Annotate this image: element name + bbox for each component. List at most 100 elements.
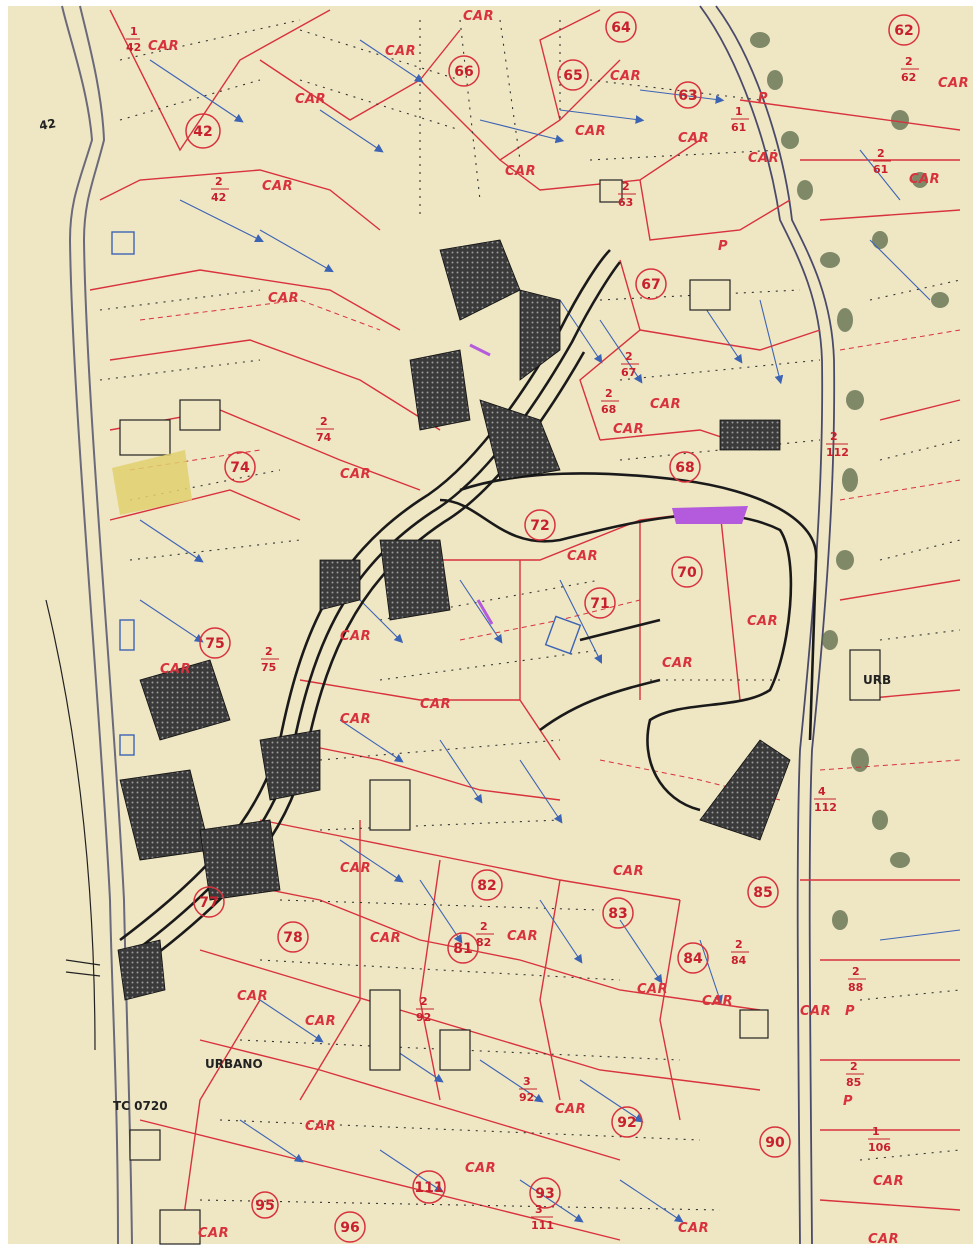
svg-text:CAR: CAR [873,1174,904,1189]
svg-text:2: 2 [480,920,488,933]
svg-text:4: 4 [818,785,826,798]
svg-text:CAR: CAR [637,982,668,997]
svg-text:77: 77 [199,895,218,911]
svg-text:85: 85 [753,885,772,901]
svg-text:CAR: CAR [909,172,940,187]
svg-text:2: 2 [905,55,913,68]
outlined-buildings [111,231,582,756]
svg-text:CAR: CAR [678,131,709,146]
svg-text:1: 1 [130,25,138,38]
svg-text:1: 1 [872,1125,880,1138]
svg-text:2: 2 [830,430,838,443]
highway [61,5,133,1245]
buildings [117,239,791,1001]
svg-text:106: 106 [868,1141,891,1154]
magenta-highlight [672,506,748,524]
svg-text:68: 68 [601,403,616,416]
svg-text:67: 67 [641,277,660,293]
parcel-70: 70 [671,556,703,588]
right-road [699,5,836,1245]
svg-text:2: 2 [852,965,860,978]
svg-text:83: 83 [608,906,627,922]
svg-text:CAR: CAR [575,124,606,139]
svg-text:2: 2 [735,938,743,951]
svg-text:75: 75 [261,661,276,674]
svg-text:61: 61 [731,121,746,134]
svg-text:70: 70 [677,565,697,581]
svg-text:CAR: CAR [198,1226,229,1241]
svg-text:URBANO: URBANO [205,1057,263,1071]
svg-text:CAR: CAR [613,864,644,879]
svg-text:42: 42 [193,124,212,140]
svg-text:CAR: CAR [268,291,299,306]
svg-text:2: 2 [215,175,223,188]
svg-text:CAR: CAR [555,1102,586,1117]
svg-text:78: 78 [283,930,302,946]
parcel-42: 42 [185,113,221,149]
svg-text:61: 61 [873,163,888,176]
svg-text:2: 2 [625,350,633,363]
parcel-81: 81 [447,932,479,964]
svg-text:P: P [758,91,768,106]
parcel-boundaries [89,9,961,1245]
parcel-66: 66 [448,55,480,87]
svg-text:93: 93 [535,1186,554,1202]
parcel-78: 78 [277,921,309,953]
svg-text:81: 81 [453,941,472,957]
svg-text:CAR: CAR [340,712,371,727]
svg-text:CAR: CAR [800,1004,831,1019]
vegetation [750,32,949,930]
svg-text:CAR: CAR [567,549,598,564]
parcel-92: 92 [611,1106,643,1138]
svg-text:71: 71 [590,596,609,612]
parcel-68: 68 [669,451,701,483]
svg-text:62: 62 [894,23,913,39]
svg-text:92: 92 [416,1011,431,1024]
svg-text:CAR: CAR [340,467,371,482]
parcel-75: 75 [199,627,231,659]
parcel-62: 62 [888,14,920,46]
parcel-90: 90 [759,1126,791,1158]
svg-text:67: 67 [621,366,636,379]
svg-text:82: 82 [476,936,491,949]
svg-text:63: 63 [618,196,633,209]
svg-text:74: 74 [230,460,250,476]
parcel-95: 95 [251,1191,279,1219]
cultivation-lines [99,19,961,1211]
svg-text:62: 62 [901,71,916,84]
svg-text:2: 2 [265,645,273,658]
parcel-82: 82 [471,869,503,901]
svg-text:P: P [718,239,728,254]
map-border [0,0,8,1252]
drainage-lines [139,39,961,1223]
svg-text:2: 2 [622,180,630,193]
svg-text:P: P [843,1094,853,1109]
svg-text:85: 85 [846,1076,861,1089]
svg-text:CAR: CAR [160,662,191,677]
svg-text:CAR: CAR [420,697,451,712]
svg-text:92: 92 [617,1115,636,1131]
parcel-71: 71 [584,587,616,619]
parcel-63: 63 [674,81,702,109]
parcel-96: 96 [334,1211,366,1243]
svg-text:3: 3 [535,1203,543,1216]
svg-text:CAR: CAR [295,92,326,107]
svg-text:CAR: CAR [385,44,416,59]
svg-text:75: 75 [205,636,224,652]
svg-text:CAR: CAR [748,151,779,166]
svg-text:88: 88 [848,981,863,994]
svg-text:CAR: CAR [262,179,293,194]
svg-text:CAR: CAR [305,1014,336,1029]
svg-text:CAR: CAR [662,656,693,671]
black-labels: URB URBANO TC 0720 42 [38,116,891,1113]
svg-text:74: 74 [316,431,332,444]
svg-text:CAR: CAR [868,1232,899,1247]
svg-text:90: 90 [765,1135,785,1151]
svg-text:95: 95 [255,1198,274,1214]
svg-text:96: 96 [340,1220,359,1236]
loop-road [439,472,818,812]
svg-text:84: 84 [731,954,747,967]
svg-text:63: 63 [678,88,697,104]
svg-text:42: 42 [211,191,226,204]
